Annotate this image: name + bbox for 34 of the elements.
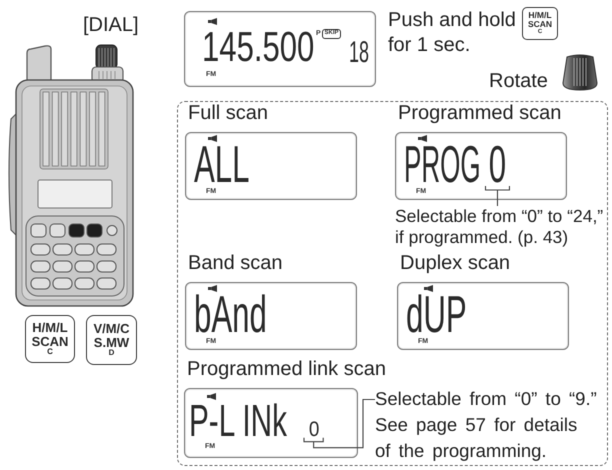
- note-text: Selectable from “0” to “9.” See page 57 for details of the programming.: [375, 386, 599, 464]
- lcd-readout: bAnd: [194, 294, 267, 336]
- lcd-readout: ALL: [194, 144, 250, 186]
- key-letter: C: [47, 348, 53, 357]
- lcd-readout: 145.500: [202, 30, 314, 64]
- scan-mode-heading: Duplex scan: [400, 253, 510, 273]
- channel-digit: 0: [302, 420, 325, 438]
- leader-line: [303, 398, 376, 448]
- key-letter: D: [108, 349, 114, 358]
- key-cap: [86, 315, 137, 365]
- control-label: [DIAL]: [83, 14, 139, 36]
- instruction-text: Push and hold for 1 sec.: [388, 8, 517, 58]
- channel-digit: 0: [484, 144, 511, 186]
- scan-mode-heading: Programmed scan: [398, 103, 562, 123]
- dashed-frame: [177, 101, 608, 466]
- lcd-readout: PROG: [404, 144, 481, 186]
- channel-number: 18: [348, 40, 369, 64]
- scan-mode-heading: Programmed link scan: [187, 359, 386, 379]
- instruction-text: Rotate: [489, 70, 548, 92]
- lcd-readout: P-L INk: [189, 403, 287, 439]
- key-legend: SCAN: [32, 334, 68, 348]
- key-legend: H/M/L: [528, 11, 552, 20]
- key-legend: SCAN: [528, 20, 552, 30]
- lcd-display: [184, 11, 376, 87]
- lcd-readout: dUP: [406, 294, 467, 336]
- key-legend: S.MW: [94, 336, 130, 350]
- scan-mode-heading: Band scan: [188, 253, 283, 273]
- note-text: Selectable from “0” to “24,” if programmed. (p. 43): [395, 206, 606, 248]
- key-legend: V/M/C: [93, 322, 130, 336]
- scan-mode-heading: Full scan: [188, 103, 268, 123]
- key-cap: [522, 7, 558, 40]
- key-cap: [25, 315, 75, 363]
- leader-line: [484, 185, 510, 207]
- key-legend: H/M/L: [32, 321, 68, 335]
